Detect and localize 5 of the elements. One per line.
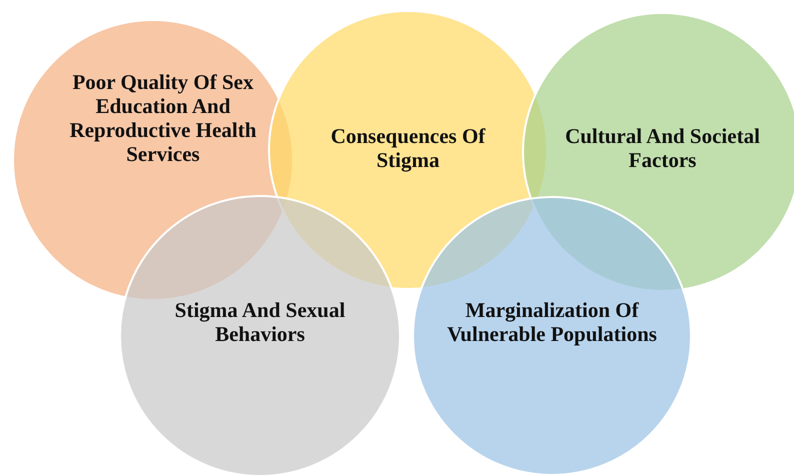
circle-label: Consequences Of Stigma xyxy=(330,124,486,172)
circle-label: Marginalization Of Vulnerable Populations xyxy=(447,298,657,346)
circle-label: Cultural And Societal Factors xyxy=(565,124,760,172)
circle-label: Stigma And Sexual Behaviors xyxy=(174,298,346,346)
circle-label: Poor Quality Of Sex Education And Reproductive Health Services xyxy=(68,70,258,166)
